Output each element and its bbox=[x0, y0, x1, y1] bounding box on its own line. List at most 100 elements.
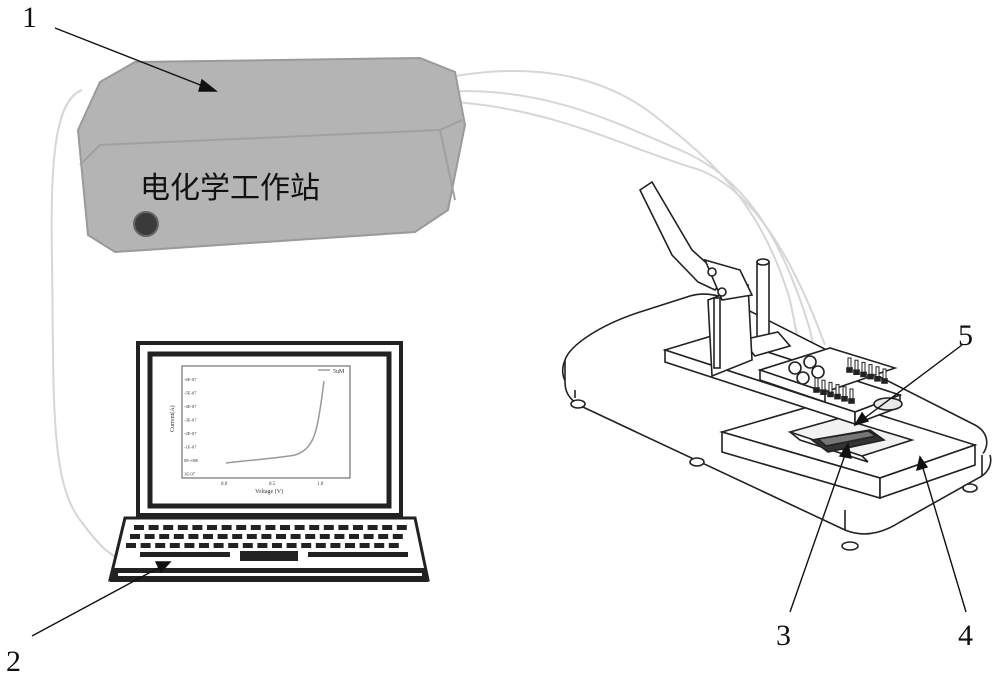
workstation-power-knob bbox=[133, 211, 159, 237]
keyboard-key bbox=[315, 543, 326, 548]
keyboard-key bbox=[257, 543, 268, 548]
screen-legend-label: 5uM bbox=[333, 369, 345, 375]
keyboard-key bbox=[290, 534, 301, 539]
keyboard-key bbox=[140, 552, 230, 557]
screen-y-tick: -3E-07 bbox=[184, 418, 197, 423]
leader-4-arrow bbox=[916, 455, 929, 472]
cable-workstation-fixture-1 bbox=[424, 70, 801, 351]
pogo-pin-collar bbox=[813, 387, 820, 393]
connector-post-1 bbox=[788, 361, 802, 375]
leader-5-arrow bbox=[853, 411, 870, 427]
keyboard-key bbox=[353, 525, 363, 530]
laptop-base-front-slot bbox=[118, 573, 422, 576]
keyboard-key bbox=[184, 543, 195, 548]
keyboard-key bbox=[378, 534, 389, 539]
keyboard-key bbox=[276, 534, 286, 539]
toggle-clamp-pivot-2 bbox=[717, 287, 727, 297]
pogo-pin-collar bbox=[881, 378, 888, 384]
keyboard-key bbox=[155, 543, 166, 548]
keyboard-key bbox=[126, 543, 136, 548]
keyboard-key bbox=[221, 525, 232, 530]
keyboard-key bbox=[203, 534, 213, 539]
leader-1-arrow bbox=[198, 78, 219, 92]
keyboard-key bbox=[217, 534, 228, 539]
pogo-pins bbox=[813, 357, 888, 404]
screen-y-tick: -2E-07 bbox=[184, 431, 197, 436]
leader-2-arrow bbox=[154, 561, 172, 574]
keyboard-key bbox=[144, 534, 155, 539]
guide-post-cap bbox=[756, 258, 770, 266]
screen-y-tick: -4E-07 bbox=[184, 404, 197, 409]
screen-x-tick: 0.5 bbox=[269, 482, 276, 487]
keyboard-key bbox=[319, 534, 330, 539]
pogo-pin-collar bbox=[867, 373, 874, 380]
keyboard-key bbox=[134, 525, 144, 530]
keyboard-key bbox=[294, 525, 305, 530]
callout-1: 1 bbox=[22, 1, 37, 34]
pogo-pin-collar bbox=[848, 398, 855, 404]
keyboard-key bbox=[236, 525, 247, 530]
workstation-label: 电化学工作站 bbox=[140, 171, 320, 206]
pogo-pin-collar bbox=[846, 367, 853, 373]
keyboard-key bbox=[148, 525, 159, 530]
toggle-clamp-arm bbox=[703, 258, 754, 301]
keyboard-key bbox=[173, 534, 184, 539]
keyboard-key bbox=[309, 525, 320, 530]
fixture-foot-1 bbox=[570, 399, 586, 409]
laptop-base bbox=[108, 516, 430, 582]
keyboard-key bbox=[246, 534, 257, 539]
keyboard-key bbox=[367, 525, 378, 530]
leader-1 bbox=[54, 27, 209, 89]
fixture-foot-2 bbox=[689, 457, 705, 467]
keyboard-key bbox=[261, 534, 272, 539]
keyboard-key bbox=[392, 534, 403, 539]
clamp-vertical-rod bbox=[713, 297, 721, 369]
leader-3-arrow bbox=[838, 442, 852, 459]
keyboard-key bbox=[330, 543, 341, 548]
keyboard-key bbox=[359, 543, 370, 548]
screen-plot-curve bbox=[225, 380, 325, 464]
cable-workstation-fixture-2 bbox=[439, 90, 816, 356]
keyboard-key bbox=[363, 534, 374, 539]
leader-5 bbox=[861, 344, 963, 421]
fixture-base-edge bbox=[574, 390, 983, 530]
laptop-touchpad bbox=[240, 551, 298, 561]
screen-y-tick: -1E-07 bbox=[184, 445, 197, 450]
keyboard-key bbox=[207, 525, 217, 530]
keyboard-key bbox=[130, 534, 140, 539]
holder-block-side bbox=[879, 443, 976, 500]
fixture-foot-3 bbox=[841, 541, 859, 551]
cable-workstation-fixture-3 bbox=[454, 101, 826, 346]
keyboard-key bbox=[250, 525, 261, 530]
screen-xlabel: Voltage (V) bbox=[255, 488, 283, 495]
keyboard-key bbox=[323, 525, 334, 530]
keyboard-key bbox=[388, 543, 399, 548]
keyboard-key bbox=[286, 543, 297, 548]
leader-4 bbox=[921, 464, 967, 613]
keyboard-key bbox=[345, 543, 355, 548]
electrochemical-workstation: 电化学工作站 bbox=[76, 56, 467, 254]
laptop-keyboard bbox=[126, 525, 408, 557]
clamp-bridge-hole bbox=[873, 397, 903, 411]
keyboard-key bbox=[308, 552, 408, 557]
screen-y-tick: -5E-07 bbox=[184, 391, 197, 396]
keyboard-key bbox=[169, 543, 180, 548]
leader-2 bbox=[31, 565, 163, 637]
keyboard-key bbox=[382, 525, 393, 530]
fixture-foot-4 bbox=[962, 483, 978, 493]
keyboard-key bbox=[349, 534, 359, 539]
keyboard-key bbox=[272, 543, 282, 548]
keyboard-key bbox=[163, 525, 174, 530]
electrode-chip-top bbox=[816, 430, 879, 447]
pogo-pin-collar bbox=[834, 393, 841, 400]
callout-2: 2 bbox=[6, 645, 21, 678]
pogo-pin-collar bbox=[827, 391, 834, 398]
keyboard-key bbox=[192, 525, 203, 530]
keyboard-key bbox=[265, 525, 276, 530]
pogo-pin-collar bbox=[841, 395, 848, 402]
screen-y-ticks: -6E-07-5E-07-4E-07-3E-07-2E-07-1E-070E+0… bbox=[184, 377, 199, 477]
screen-y-tick: 1E-07 bbox=[184, 472, 196, 477]
